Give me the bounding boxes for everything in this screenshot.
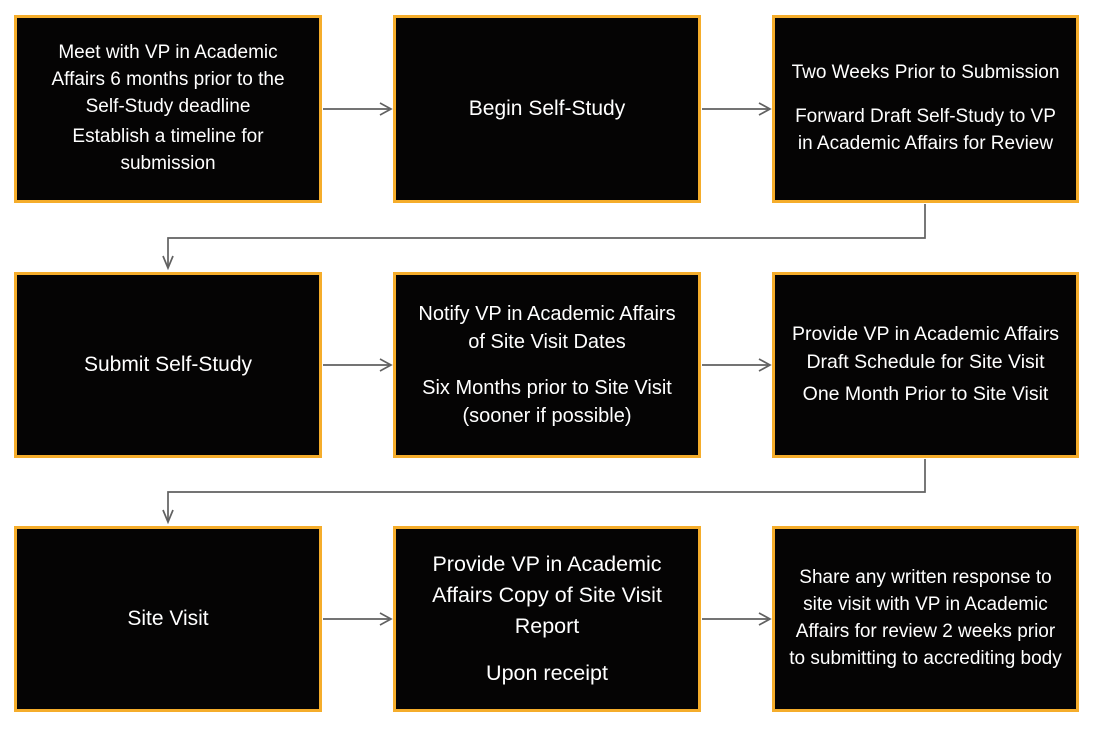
flow-step-draft-schedule: Provide VP in Academic Affairs Draft Sch… (772, 272, 1079, 458)
step-text: One Month Prior to Site Visit (802, 382, 1049, 405)
step-text: Two Weeks Prior to Submission (791, 62, 1060, 84)
flow-step-begin-self-study: Begin Self-Study (393, 15, 701, 203)
step-text: Notify VP in Academic Affairs of Site Vi… (418, 302, 676, 354)
step-text: Provide VP in Academic Affairs Draft Sch… (791, 323, 1059, 374)
arrow-notify-to-schedule (702, 358, 772, 372)
elbow-forward-to-submit (162, 204, 926, 271)
flow-step-site-visit-report: Provide VP in Academic Affairs Copy of S… (393, 526, 701, 712)
flow-step-meet-with-vp: Meet with VP in Academic Affairs 6 month… (14, 15, 322, 203)
arrow-report-to-response (702, 612, 772, 626)
flow-step-submit-self-study: Submit Self-Study (14, 272, 322, 458)
step-text: Submit Self-Study (83, 353, 253, 377)
step-text: Share any written response to site visit… (789, 567, 1062, 669)
step-text: Site Visit (127, 607, 209, 631)
flow-step-notify-site-visit-dates: Notify VP in Academic Affairs of Site Vi… (393, 272, 701, 458)
step-text: Six Months prior to Site Visit (sooner i… (422, 376, 672, 427)
flow-step-forward-draft: Two Weeks Prior to Submission Forward Dr… (772, 15, 1079, 203)
step-text: Establish a timeline for submission (72, 126, 264, 175)
elbow-schedule-to-sitevisit (162, 459, 926, 525)
arrow-sitevisit-to-report (323, 612, 393, 626)
arrow-meet-to-begin (323, 102, 393, 116)
arrow-begin-to-forward (702, 102, 772, 116)
step-text: Meet with VP in Academic Affairs 6 month… (51, 41, 285, 117)
step-text: Provide VP in Academic Affairs Copy of S… (432, 552, 662, 638)
step-text: Upon receipt (486, 661, 608, 686)
arrow-submit-to-notify (323, 358, 393, 372)
flow-step-site-visit: Site Visit (14, 526, 322, 712)
step-text: Forward Draft Self-Study to VP in Academ… (795, 106, 1056, 154)
step-text: Begin Self-Study (468, 97, 626, 121)
flow-step-written-response: Share any written response to site visit… (772, 526, 1079, 712)
